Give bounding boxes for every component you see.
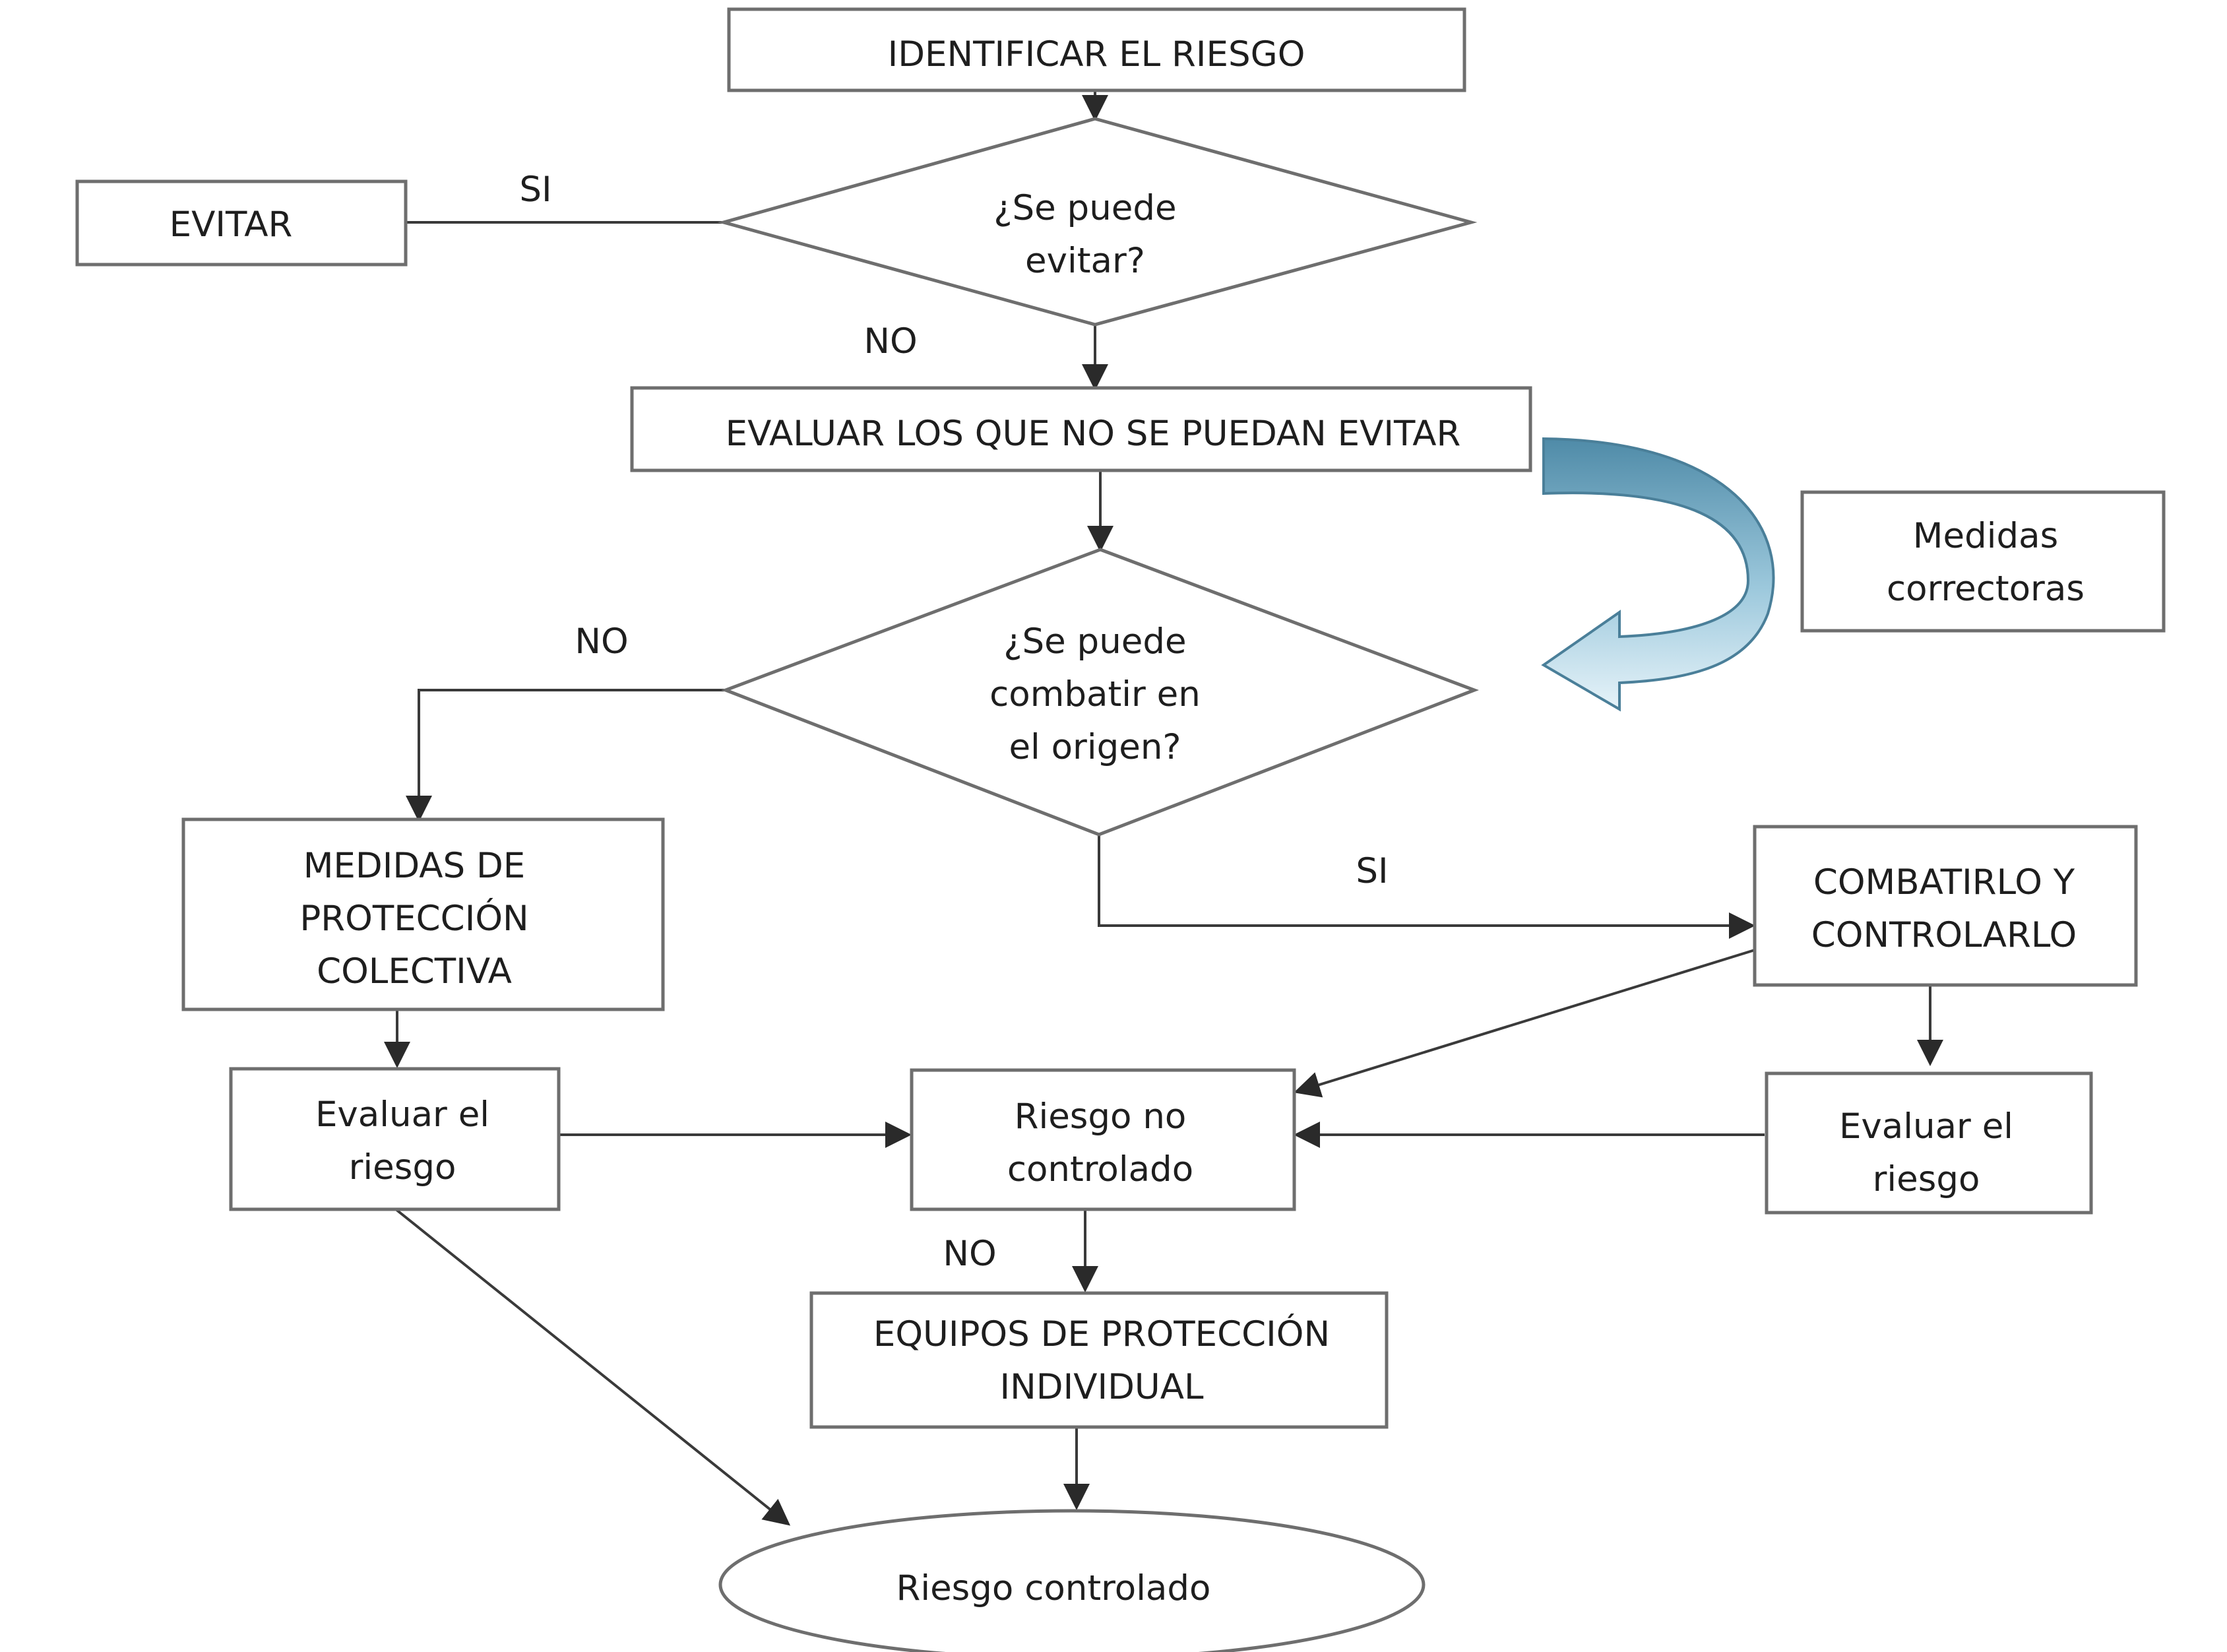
colectiva-line3: COLECTIVA [317, 951, 512, 992]
node-evaluar-no-evitables: EVALUAR LOS QUE NO SE PUEDAN EVITAR [630, 386, 1532, 472]
edge-evaluar-izq-to-controlado [394, 1208, 791, 1526]
combatirlo-line2: CONTROLARLO [1811, 915, 2077, 955]
controlado-label: Riesgo controlado [896, 1568, 1211, 1608]
evaluar-der-line1: Evaluar el [1839, 1106, 2013, 1147]
edge-label-no-evitar: NO [863, 321, 917, 362]
node-medidas-correctoras: Medidas correctoras [1800, 490, 2166, 633]
decision2-line1: ¿Se puede [1003, 621, 1186, 662]
decision2-line2: combatir en [989, 674, 1201, 715]
node-evaluar-riesgo-izq: Evaluar el riesgo [229, 1067, 561, 1211]
medidas-correctoras-line1: Medidas [1913, 516, 2058, 556]
node-riesgo-controlado: Riesgo controlado [718, 1509, 1426, 1652]
edge-decision2-no-to-medidas-colectiva [406, 689, 726, 822]
node-medidas-proteccion-colectiva: MEDIDAS DE PROTECCIÓN COLECTIVA [181, 817, 665, 1011]
decision1-line1: ¿Se puede [993, 188, 1176, 228]
node-evitar: EVITAR [75, 179, 408, 267]
equipos-line1: EQUIPOS DE PROTECCIÓN [873, 1313, 1330, 1354]
evitar-label: EVITAR [170, 205, 293, 245]
node-combatirlo-y-controlarlo: COMBATIRLO Y CONTROLARLO [1753, 825, 2138, 987]
node-equipos-proteccion-individual: EQUIPOS DE PROTECCIÓN INDIVIDUAL [809, 1291, 1389, 1429]
edge-label-si-combatir: SI [1356, 851, 1388, 891]
no-controlado-line1: Riesgo no [1015, 1096, 1187, 1137]
evaluar-izq-line1: Evaluar el [315, 1095, 489, 1135]
medidas-correctoras-line2: correctoras [1887, 569, 2085, 609]
evaluar-no-evitables-label: EVALUAR LOS QUE NO SE PUEDAN EVITAR [726, 414, 1461, 454]
edge-decision2-si-to-combatirlo [1098, 835, 1755, 939]
node-evaluar-riesgo-der: Evaluar el riesgo [1765, 1071, 2093, 1215]
colectiva-line1: MEDIDAS DE [303, 846, 526, 886]
edge-combatirlo-to-no-controlado [1294, 949, 1755, 1098]
colectiva-line2: PROTECCIÓN [299, 897, 528, 939]
identificar-label: IDENTIFICAR EL RIESGO [888, 34, 1305, 75]
combatirlo-line1: COMBATIRLO Y [1813, 862, 2075, 903]
evaluar-izq-line2: riesgo [349, 1147, 456, 1188]
no-controlado-line2: controlado [1007, 1149, 1193, 1190]
edge-label-si-evitar: SI [519, 170, 551, 210]
node-riesgo-no-controlado: Riesgo no controlado [910, 1068, 1296, 1211]
edge-label-no-combatir: NO [575, 621, 628, 662]
decision-se-puede-evitar: ¿Se puede evitar? [717, 117, 1478, 327]
equipos-line2: INDIVIDUAL [1000, 1367, 1204, 1407]
evaluar-der-line2: riesgo [1873, 1159, 1980, 1199]
node-identificar-el-riesgo: IDENTIFICAR EL RIESGO [727, 7, 1466, 92]
decision-se-puede-combatir: ¿Se puede combatir en el origen? [720, 548, 1480, 837]
decision1-line2: evitar? [1025, 241, 1145, 281]
decision2-line3: el origen? [1009, 727, 1181, 767]
curved-arrow-icon [1541, 437, 1775, 712]
connectors [361, 90, 1943, 1526]
edge-label-no-controlado: NO [943, 1234, 996, 1274]
